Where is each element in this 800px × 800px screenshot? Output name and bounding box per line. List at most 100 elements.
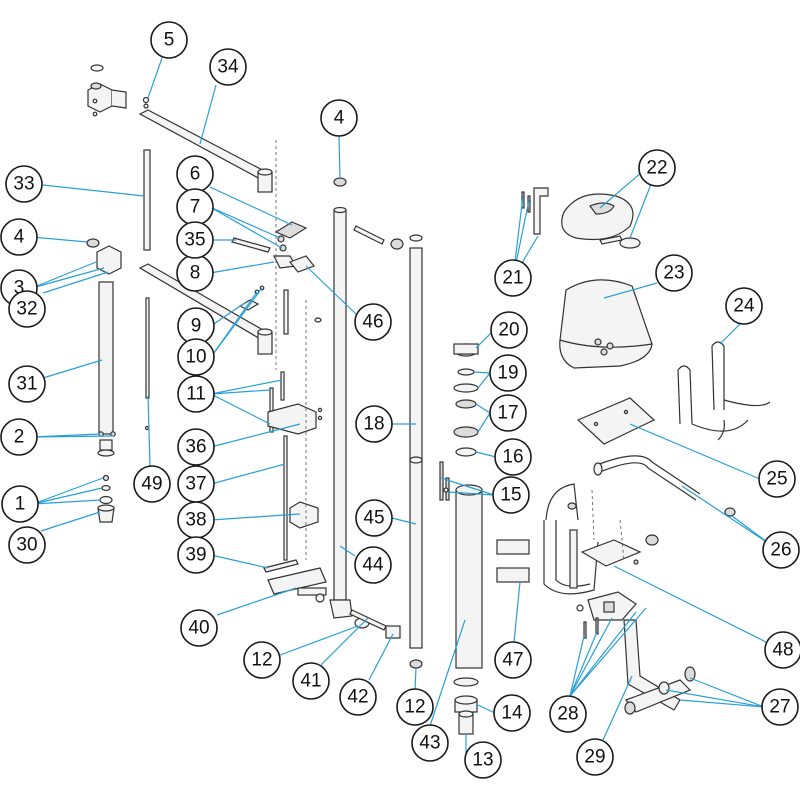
svg-text:48: 48 bbox=[772, 640, 793, 661]
part-screw-plate-c bbox=[317, 415, 323, 421]
callout-44: 44 bbox=[354, 546, 392, 584]
part-collar-2-bottom bbox=[97, 449, 115, 457]
leader-15a bbox=[440, 477, 495, 496]
svg-text:2: 2 bbox=[14, 427, 25, 448]
callouts-layer: 1 2 3 4 4 5 6 7 8 9 10 11 12 12 13 14 15… bbox=[0, 21, 800, 779]
svg-text:1: 1 bbox=[15, 494, 26, 515]
leader-lines bbox=[31, 57, 772, 760]
callout-5: 5 bbox=[150, 21, 188, 59]
part-rod-35 bbox=[231, 237, 271, 253]
callout-33: 33 bbox=[5, 165, 43, 203]
callout-17: 17 bbox=[489, 394, 527, 432]
part-backrest-22 bbox=[561, 193, 634, 241]
part-screw-b bbox=[92, 111, 98, 117]
callout-1: 1 bbox=[1, 485, 39, 523]
leader-45 bbox=[391, 517, 417, 525]
part-tube-44 bbox=[333, 209, 347, 601]
leader-7a bbox=[209, 206, 281, 239]
callout-37: 37 bbox=[177, 465, 215, 503]
svg-text:17: 17 bbox=[497, 403, 518, 424]
leader-4-left bbox=[31, 236, 88, 243]
svg-text:33: 33 bbox=[13, 174, 34, 195]
part-plug-4-mid bbox=[333, 177, 347, 187]
callout-21: 21 bbox=[494, 259, 532, 297]
callout-41: 41 bbox=[292, 662, 330, 700]
callout-15: 15 bbox=[492, 476, 530, 514]
callout-34: 34 bbox=[209, 48, 247, 86]
part-grip-27-end-b bbox=[624, 701, 636, 715]
leader-24 bbox=[719, 321, 743, 345]
part-rod-49 bbox=[145, 297, 150, 399]
svg-text:9: 9 bbox=[191, 316, 202, 337]
leader-30 bbox=[40, 511, 101, 532]
part-foot-40 bbox=[267, 567, 327, 595]
leader-27a bbox=[689, 677, 765, 708]
part-bolt-28a bbox=[583, 621, 587, 639]
part-tube-45-joint bbox=[409, 456, 423, 464]
leader-3b bbox=[31, 267, 105, 289]
callout-24: 24 bbox=[725, 287, 763, 325]
svg-text:32: 32 bbox=[16, 299, 37, 320]
svg-text:46: 46 bbox=[362, 312, 383, 333]
part-plate-25-bolt-b bbox=[623, 409, 629, 415]
part-pin-39 bbox=[263, 559, 299, 573]
callout-28: 28 bbox=[549, 695, 587, 733]
part-tee-top-arm bbox=[111, 89, 127, 109]
part-ring-14a bbox=[453, 677, 479, 687]
part-cap-12b bbox=[409, 659, 423, 669]
part-foot-40-cap bbox=[315, 593, 325, 603]
leader-19a bbox=[473, 371, 491, 374]
part-plug-top bbox=[390, 238, 404, 250]
svg-text:19: 19 bbox=[497, 363, 518, 384]
svg-text:12: 12 bbox=[251, 650, 272, 671]
part-nut-28 bbox=[576, 604, 584, 612]
part-axle-41 bbox=[349, 609, 387, 631]
svg-text:28: 28 bbox=[557, 704, 578, 725]
callout-4-left: 4 bbox=[0, 218, 38, 256]
leader-19b bbox=[477, 372, 491, 389]
part-plug-26-upper bbox=[724, 507, 736, 517]
part-plate-25 bbox=[576, 397, 656, 445]
callout-25: 25 bbox=[758, 460, 796, 498]
callout-27: 27 bbox=[761, 688, 799, 726]
svg-text:27: 27 bbox=[769, 697, 790, 718]
callout-35: 35 bbox=[176, 221, 214, 259]
callout-14: 14 bbox=[493, 694, 531, 732]
part-washer-16 bbox=[455, 447, 477, 457]
part-seat-23 bbox=[559, 279, 653, 369]
callout-12-left: 12 bbox=[243, 641, 281, 679]
seat-parts bbox=[521, 187, 771, 445]
part-seat-23-hole-c bbox=[600, 348, 608, 356]
leader-11a bbox=[210, 389, 271, 395]
part-washer-22 bbox=[619, 237, 641, 249]
part-bearing-17b bbox=[453, 426, 479, 438]
part-tee-top-plug bbox=[90, 82, 102, 90]
part-tube-44-top bbox=[333, 206, 347, 214]
callout-30: 30 bbox=[8, 526, 46, 564]
callout-8: 8 bbox=[176, 254, 214, 292]
callout-2: 2 bbox=[0, 418, 38, 456]
svg-text:6: 6 bbox=[190, 164, 201, 185]
callout-42: 42 bbox=[339, 678, 377, 716]
part-bracket-36 bbox=[267, 403, 317, 435]
leader-14 bbox=[475, 703, 496, 714]
leader-22a bbox=[599, 171, 643, 209]
callout-16: 16 bbox=[494, 438, 532, 476]
leader-46 bbox=[305, 265, 357, 315]
callout-26: 26 bbox=[762, 531, 800, 569]
part-screw-plate-b bbox=[317, 407, 323, 413]
mid-assembly-parts bbox=[263, 140, 327, 603]
callout-38: 38 bbox=[177, 501, 215, 539]
svg-text:16: 16 bbox=[502, 447, 523, 468]
svg-text:39: 39 bbox=[185, 545, 206, 566]
svg-text:29: 29 bbox=[584, 747, 605, 768]
callout-20: 20 bbox=[490, 311, 528, 349]
svg-text:10: 10 bbox=[185, 347, 206, 368]
part-nut-15 bbox=[443, 487, 449, 493]
leader-44 bbox=[339, 545, 356, 557]
callout-29: 29 bbox=[576, 738, 614, 776]
callout-48: 48 bbox=[764, 631, 800, 669]
svg-text:41: 41 bbox=[300, 671, 321, 692]
part-tee-32 bbox=[96, 245, 122, 275]
callout-19: 19 bbox=[489, 354, 527, 392]
